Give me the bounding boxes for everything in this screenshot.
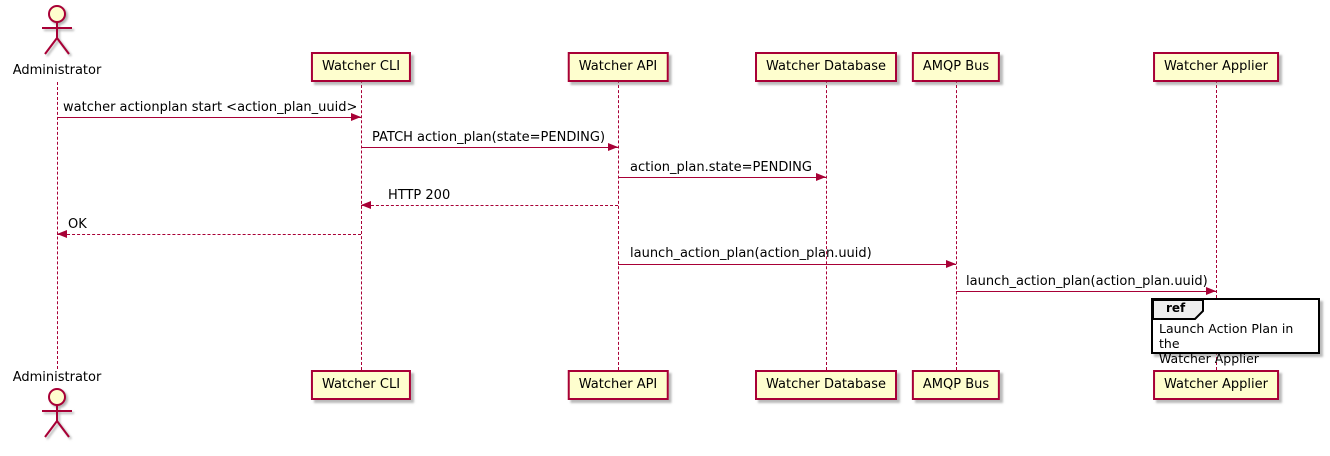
lifeline-watcher-applier-lower (1216, 352, 1217, 370)
lifeline-watcher-applier (1216, 80, 1217, 298)
message-label: OK (68, 217, 87, 232)
arrowhead-right-icon (1206, 287, 1216, 295)
participant-box-amqp-bus-bottom: AMQP Bus (911, 370, 1001, 400)
participant-box-watcher-database-top: Watcher Database (755, 52, 897, 82)
participant-box-watcher-database-bottom: Watcher Database (755, 370, 897, 400)
message-arrow (618, 264, 956, 265)
message-label: watcher actionplan start <action_plan_uu… (63, 100, 358, 115)
ref-label-line1: Launch Action Plan in the (1159, 321, 1294, 351)
message-arrow (361, 205, 618, 206)
message-label: action_plan.state=PENDING (630, 160, 812, 175)
lifeline-watcher-database (826, 80, 827, 370)
message-arrow (57, 234, 361, 235)
lifeline-amqp-bus (956, 80, 957, 370)
lifeline-administrator (57, 82, 58, 369)
participant-box-watcher-applier-bottom: Watcher Applier (1153, 370, 1279, 400)
ref-fragment: ref Launch Action Plan in the Watcher Ap… (1151, 298, 1320, 366)
lifeline-watcher-cli (361, 80, 362, 370)
message-arrow (361, 147, 618, 148)
actor-label-top: Administrator (12, 63, 102, 78)
message-arrow (956, 291, 1216, 292)
message-arrow (57, 117, 361, 118)
arrowhead-right-icon (608, 143, 618, 151)
participant-box-watcher-cli-top: Watcher CLI (310, 52, 412, 82)
message-label: HTTP 200 (388, 188, 451, 203)
message-arrow (618, 177, 826, 178)
ref-label-line2: Watcher Applier (1159, 351, 1259, 366)
message-label: PATCH action_plan(state=PENDING) (372, 130, 606, 145)
arrowhead-right-icon (816, 173, 826, 181)
participant-box-watcher-api-bottom: Watcher API (567, 370, 669, 400)
ref-keyword: ref (1166, 301, 1186, 315)
actor-icon (42, 5, 72, 55)
message-label: launch_action_plan(action_plan.uuid) (966, 274, 1208, 289)
arrowhead-left-icon (57, 230, 67, 238)
participant-box-watcher-api-top: Watcher API (567, 52, 669, 82)
participant-box-watcher-cli-bottom: Watcher CLI (310, 370, 412, 400)
ref-header-icon (1152, 299, 1204, 320)
actor-label-bottom: Administrator (12, 370, 102, 385)
lifeline-watcher-api (618, 80, 619, 370)
arrowhead-left-icon (361, 201, 371, 209)
actor-icon (42, 388, 72, 438)
arrowhead-right-icon (946, 260, 956, 268)
ref-label: Launch Action Plan in the Watcher Applie… (1159, 321, 1314, 366)
arrowhead-right-icon (351, 113, 361, 121)
participant-box-watcher-applier-top: Watcher Applier (1153, 52, 1279, 82)
message-label: launch_action_plan(action_plan.uuid) (630, 246, 872, 261)
participant-box-amqp-bus-top: AMQP Bus (911, 52, 1001, 82)
